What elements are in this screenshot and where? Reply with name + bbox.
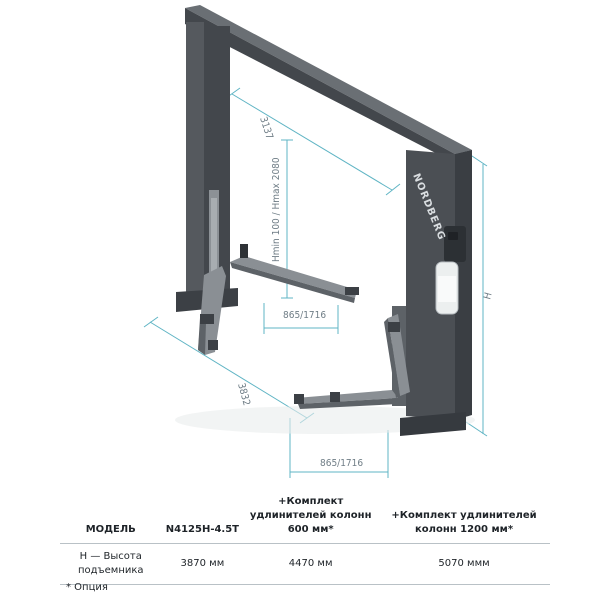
dim-line-depth — [149, 321, 308, 419]
table-header-row: МОДЕЛЬ N4125H-4.5T +Комплект удлинителей… — [60, 487, 550, 544]
dim-total-height-label: H — [482, 291, 494, 300]
upper-arms — [198, 244, 359, 355]
cell-height-1200: 5070 ммм — [438, 558, 490, 569]
left-column — [176, 22, 238, 312]
lower-arms — [294, 314, 410, 409]
dim-depth-label: 3832 — [235, 382, 252, 407]
cell-height-base: 3870 мм — [180, 558, 225, 569]
dim-arm-top-label: 865/1716 — [283, 310, 326, 321]
spec-table: МОДЕЛЬ N4125H-4.5T +Комплект удлинителей… — [60, 487, 550, 585]
lift-diagram: NORDBERG 3137 Hmin 100 / Hmax 2080 865/1… — [143, 5, 495, 478]
header-extension-600: +Комплект удлинителей колонн 600 мм* — [249, 496, 372, 535]
dim-width-label: 3137 — [257, 116, 275, 141]
footnote: * Опция — [66, 582, 108, 593]
dim-arm-bottom-label: 865/1716 — [320, 458, 363, 469]
row-label-height: H — Высота подъемника — [77, 551, 144, 576]
control-box — [444, 226, 466, 262]
dim-line-width — [231, 93, 393, 191]
dim-lift-height-label: Hmin 100 / Hmax 2080 — [271, 157, 282, 262]
header-extension-1200: +Комплект удлинителей колонн 1200 мм* — [391, 510, 537, 535]
cell-height-600: 4470 мм — [288, 558, 333, 569]
header-base-model: N4125H-4.5T — [165, 524, 240, 535]
header-model: МОДЕЛЬ — [85, 524, 136, 535]
table-row: H — Высота подъемника 3870 мм 4470 мм 50… — [60, 544, 550, 585]
